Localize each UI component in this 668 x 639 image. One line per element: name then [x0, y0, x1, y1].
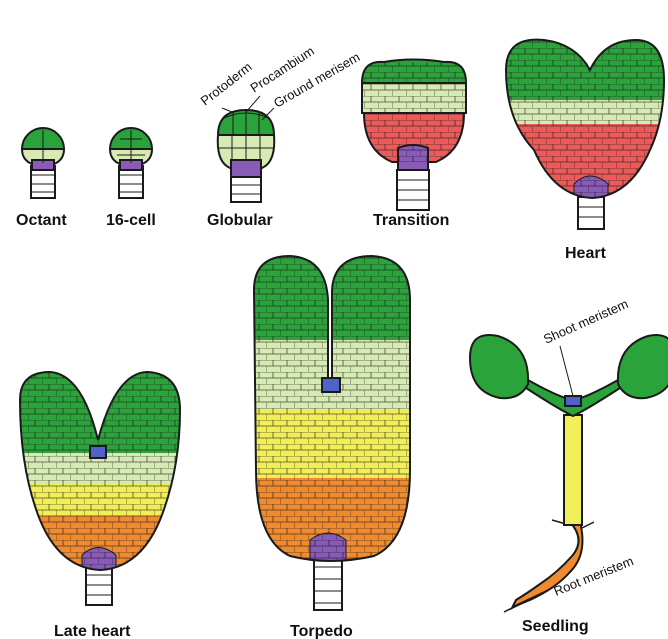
label-heart: Heart [565, 245, 607, 262]
globular-embryo [218, 110, 275, 202]
label-octant: Octant [16, 212, 67, 229]
label-transition: Transition [373, 212, 449, 229]
label-globular: Globular [207, 212, 273, 229]
16-cell-embryo [110, 128, 152, 198]
label-torpedo: Torpedo [290, 623, 353, 639]
heart-embryo [500, 30, 668, 229]
label-protoderm: Protoderm [198, 59, 255, 108]
late-heart-embryo [15, 365, 185, 605]
label-16-cell: 16-cell [106, 212, 156, 229]
torpedo-embryo [250, 250, 420, 610]
seedling [470, 335, 668, 612]
shoot-meristem-leader [560, 346, 573, 396]
octant-embryo [22, 128, 64, 198]
protoderm-leader [222, 108, 232, 112]
label-late-heart: Late heart [54, 623, 131, 639]
label-seedling: Seedling [522, 618, 589, 635]
transition-embryo [362, 60, 466, 211]
label-shoot-meristem: Shoot meristem [541, 296, 630, 347]
